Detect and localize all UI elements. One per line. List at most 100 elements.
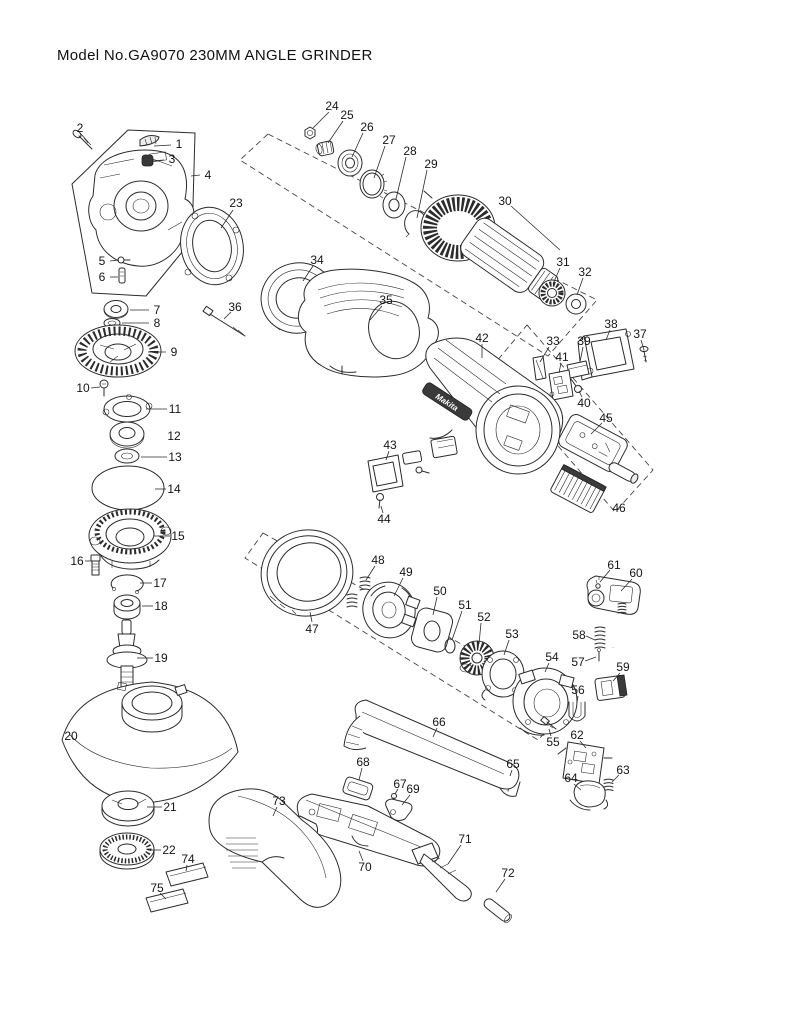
- part-3-leader-line: [151, 159, 165, 162]
- part-44-leader-line: [380, 505, 384, 514]
- part-48-springs: [346, 576, 371, 608]
- part-35-leader-line: [369, 305, 383, 321]
- part-34-number-label: 34: [310, 253, 324, 267]
- part-2-number-label: 2: [77, 121, 84, 135]
- part-57-number-label: 57: [571, 655, 585, 669]
- part-4-leader-line: [190, 174, 201, 177]
- part-3-number-label: 3: [169, 152, 176, 166]
- part-40-leader-line: [578, 390, 583, 398]
- part-38-rear-cover: [577, 328, 635, 381]
- part-23-leader-line: [220, 209, 234, 229]
- part-43-brush-holder-unit: [367, 435, 458, 493]
- part-49-number-label: 49: [399, 565, 413, 579]
- part-15-bearing-box: [88, 508, 172, 570]
- part-54-number-label: 54: [545, 650, 559, 664]
- part-19-spindle: [106, 619, 148, 692]
- part-60-leader-line: [620, 578, 633, 592]
- part-29-leader-line: [416, 169, 428, 219]
- part-26-number-label: 26: [360, 120, 374, 134]
- part-34-leader-line: [302, 265, 314, 282]
- part-69-number-label: 69: [406, 782, 420, 796]
- part-4-gear-housing: [71, 129, 196, 297]
- part-8-number-label: 8: [154, 316, 161, 330]
- part-9-spiral-bevel-gear: [74, 324, 162, 378]
- part-25-pinion-gear: [315, 140, 335, 157]
- part-56-u-clip: [568, 701, 586, 722]
- part-62-leader-line: [579, 740, 587, 749]
- part-63-leader-line: [611, 774, 620, 783]
- part-64-number-label: 64: [564, 771, 578, 785]
- part-31-ball-bearing: [538, 279, 566, 307]
- part-56-leader-line: [576, 695, 579, 704]
- part-27-number-label: 27: [382, 133, 396, 147]
- part-6-number-label: 6: [99, 270, 106, 284]
- part-51-number-label: 51: [458, 598, 472, 612]
- part-68-pad: [342, 776, 374, 801]
- part-45-controller: [558, 414, 628, 472]
- part-7-bearing: [103, 300, 129, 319]
- part-67-leader-line: [394, 788, 399, 795]
- part-3-spring: [141, 154, 154, 167]
- part-50-leader-line: [432, 596, 438, 616]
- part-18-number-label: 18: [154, 599, 168, 613]
- part-46-number-label: 46: [612, 501, 626, 515]
- part-74-leader-line: [185, 864, 188, 872]
- part-40-screw: [570, 378, 582, 393]
- part-47-ring: [260, 529, 354, 617]
- part-25-number-label: 25: [340, 108, 354, 122]
- part-45-number-label: 45: [599, 411, 613, 425]
- part-68-leader-line: [358, 767, 363, 781]
- part-43-number-label: 43: [383, 438, 397, 452]
- part-67-number-label: 67: [393, 777, 407, 791]
- part-7-number-label: 7: [154, 303, 161, 317]
- part-27-ring: [359, 169, 388, 199]
- part-66-handle-cover-top: [343, 699, 521, 797]
- part-1-number-label: 1: [176, 137, 183, 151]
- part-70-leader-line: [358, 850, 364, 862]
- part-41-leader-line: [558, 362, 562, 374]
- part-11-retainer-plate: [102, 394, 153, 423]
- part-55-screw: [540, 716, 557, 730]
- part-33-number-label: 33: [546, 334, 560, 348]
- part-22-lock-nut: [99, 832, 155, 870]
- part-62-number-label: 62: [570, 728, 584, 742]
- part-20-number-label: 20: [64, 729, 78, 743]
- part-33-leader-line: [539, 346, 550, 363]
- part-75-label: [145, 888, 189, 913]
- part-27-leader-line: [373, 145, 386, 179]
- part-5-number-label: 5: [99, 254, 106, 268]
- part-38-leader-line: [605, 329, 611, 341]
- part-14-number-label: 14: [167, 482, 181, 496]
- part-43-leader-line: [385, 450, 390, 461]
- part-48-leader-line: [365, 565, 376, 581]
- part-73-number-label: 73: [272, 794, 286, 808]
- part-31-number-label: 31: [556, 255, 570, 269]
- part-10-number-label: 10: [76, 381, 90, 395]
- part-2-leader-line: [80, 133, 89, 143]
- part-10-leader-line: [90, 386, 101, 389]
- part-50-cam-plate: [410, 607, 454, 653]
- part-21-inner-flange: [101, 790, 155, 827]
- part-21-number-label: 21: [163, 800, 177, 814]
- part-71-leader-line: [447, 844, 462, 865]
- part-32-bearing-retainer: [565, 293, 587, 315]
- part-48-number-label: 48: [371, 553, 385, 567]
- part-35-number-label: 35: [379, 293, 393, 307]
- part-51-o-ring: [444, 638, 456, 654]
- part-65-leader-line: [509, 769, 513, 777]
- part-74-number-label: 74: [181, 852, 195, 866]
- part-57-pin: [597, 648, 601, 662]
- part-41-number-label: 41: [555, 350, 569, 364]
- part-75-number-label: 75: [150, 881, 164, 895]
- capacitor-part: [608, 462, 639, 484]
- part-14-o-ring: [91, 465, 165, 511]
- part-5-leader-line: [109, 259, 120, 262]
- part-28-leader-line: [395, 156, 407, 200]
- part-24-leader-line: [312, 111, 330, 129]
- part-54-bearing-box: [512, 667, 578, 736]
- part-13-washer: [114, 448, 140, 464]
- part-40-number-label: 40: [577, 396, 591, 410]
- part-39-leader-line: [579, 346, 584, 363]
- part-63-number-label: 63: [616, 763, 630, 777]
